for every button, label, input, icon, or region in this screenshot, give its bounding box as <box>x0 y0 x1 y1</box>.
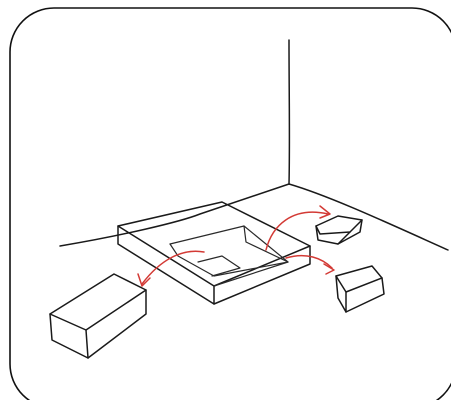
room-sketch-illustration <box>0 0 451 400</box>
sketch-canvas <box>0 0 451 400</box>
